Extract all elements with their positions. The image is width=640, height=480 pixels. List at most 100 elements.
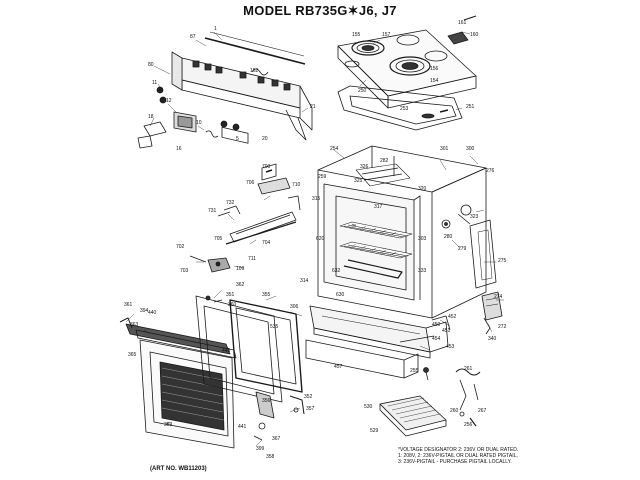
callout-394: 394 <box>140 308 149 314</box>
callout-261: 261 <box>464 366 473 372</box>
callout-457: 457 <box>334 364 343 370</box>
callout-280: 280 <box>444 234 453 240</box>
callout-156: 156 <box>430 66 439 72</box>
callout-452: 452 <box>448 314 457 320</box>
oven-door-assembly <box>119 295 305 449</box>
callout-453: 453 <box>446 344 455 350</box>
callout-440: 440 <box>148 310 157 316</box>
callout-441: 441 <box>238 424 247 430</box>
note-line: *VOLTAGE DESIGNATOR 2: 236V OR DUAL RATE… <box>398 447 519 453</box>
callout-365: 365 <box>128 352 137 358</box>
callout-160: 160 <box>470 32 479 38</box>
callout-282: 282 <box>380 158 389 164</box>
callout-267: 267 <box>478 408 487 414</box>
callout-21: 21 <box>310 104 316 110</box>
callout-272: 272 <box>498 324 507 330</box>
callout-300: 300 <box>466 146 475 152</box>
callout-362: 362 <box>236 282 245 288</box>
callout-256: 256 <box>464 422 473 428</box>
callout-155: 155 <box>352 32 361 38</box>
callout-301: 301 <box>440 146 449 152</box>
callout-710: 710 <box>292 182 301 188</box>
voltage-notes: *VOLTAGE DESIGNATOR 2: 236V OR DUAL RATE… <box>398 447 518 465</box>
callout-306: 306 <box>290 304 299 310</box>
callout-700: 700 <box>262 164 271 170</box>
callout-356: 356 <box>262 398 271 404</box>
storage-drawer <box>305 305 451 379</box>
callout-357: 357 <box>306 406 315 412</box>
callout-87: 87 <box>190 34 196 40</box>
callout-326: 326 <box>360 164 369 170</box>
callout-702: 702 <box>176 244 185 250</box>
oven-body <box>317 145 503 335</box>
callout-320: 320 <box>418 186 427 192</box>
callout-317: 317 <box>374 204 383 210</box>
callout-5: 5 <box>236 136 239 142</box>
callout-703: 703 <box>180 268 189 274</box>
callout-154: 154 <box>430 78 439 84</box>
callout-711: 711 <box>248 256 256 262</box>
misc-hardware <box>423 367 481 427</box>
callout-445: 445 <box>222 348 231 354</box>
callout-333: 333 <box>418 268 427 274</box>
callout-529: 529 <box>370 428 379 434</box>
note-line: 1: 208V, 2: 236V-PIGTAIL OR DUAL RATED P… <box>398 453 518 459</box>
callout-451: 451 <box>442 328 451 334</box>
callout-1: 1 <box>214 26 217 32</box>
control-panel-assembly <box>137 31 313 149</box>
cooktop-assembly <box>337 15 477 131</box>
callout-731: 731 <box>208 208 217 214</box>
callout-705: 705 <box>214 236 223 242</box>
callout-530: 530 <box>364 404 373 410</box>
callout-620: 620 <box>316 236 325 242</box>
callout-279: 279 <box>458 246 467 252</box>
leader-lines <box>125 31 504 447</box>
callout-358: 358 <box>266 454 275 460</box>
callout-630: 630 <box>336 292 345 298</box>
callout-275: 275 <box>498 258 507 264</box>
diagram-title: MODEL RB735G✶J6, J7 <box>243 3 397 18</box>
callout-450: 450 <box>432 322 441 328</box>
callout-454: 454 <box>432 336 441 342</box>
callout-315: 315 <box>312 196 321 202</box>
callout-11: 11 <box>152 80 157 86</box>
callout-161: 161 <box>458 20 467 26</box>
callout-274: 274 <box>494 294 503 300</box>
callout-535: 535 <box>270 324 279 330</box>
note-line: 3: 236V-PIGTAIL - PURCHASE PIGTAIL LOCAL… <box>398 459 512 465</box>
callout-732: 732 <box>226 200 235 206</box>
callout-260: 260 <box>450 408 459 414</box>
callout-12: 12 <box>166 98 172 104</box>
callout-109: 109 <box>236 266 245 272</box>
callout-340: 340 <box>488 336 497 342</box>
callout-253: 253 <box>400 106 409 112</box>
callout-255: 255 <box>410 368 419 374</box>
callout-16: 16 <box>176 146 182 152</box>
callout-363: 363 <box>130 322 139 328</box>
callout-399: 399 <box>256 446 265 452</box>
callout-303: 303 <box>418 236 427 242</box>
callout-162: 162 <box>250 68 259 74</box>
callout-250: 250 <box>358 88 367 94</box>
callout-18: 18 <box>148 114 154 120</box>
callout-276: 276 <box>486 168 495 174</box>
callout-360: 360 <box>228 302 237 308</box>
callout-20: 20 <box>262 136 268 142</box>
callout-323: 323 <box>470 214 479 220</box>
callout-251: 251 <box>466 104 475 110</box>
art-number: (ART NO. WB11203) <box>150 466 207 472</box>
callout-706: 706 <box>246 180 255 186</box>
callout-351: 351 <box>226 292 235 298</box>
callout-314: 314 <box>300 278 309 284</box>
callout-254: 254 <box>330 146 339 152</box>
callout-157: 157 <box>382 32 391 38</box>
callout-632: 632 <box>332 268 341 274</box>
callout-259: 259 <box>318 174 327 180</box>
callout-80: 80 <box>148 62 154 68</box>
callout-10: 10 <box>196 120 202 126</box>
control-hardware <box>189 163 301 273</box>
callout-355: 355 <box>262 292 271 298</box>
